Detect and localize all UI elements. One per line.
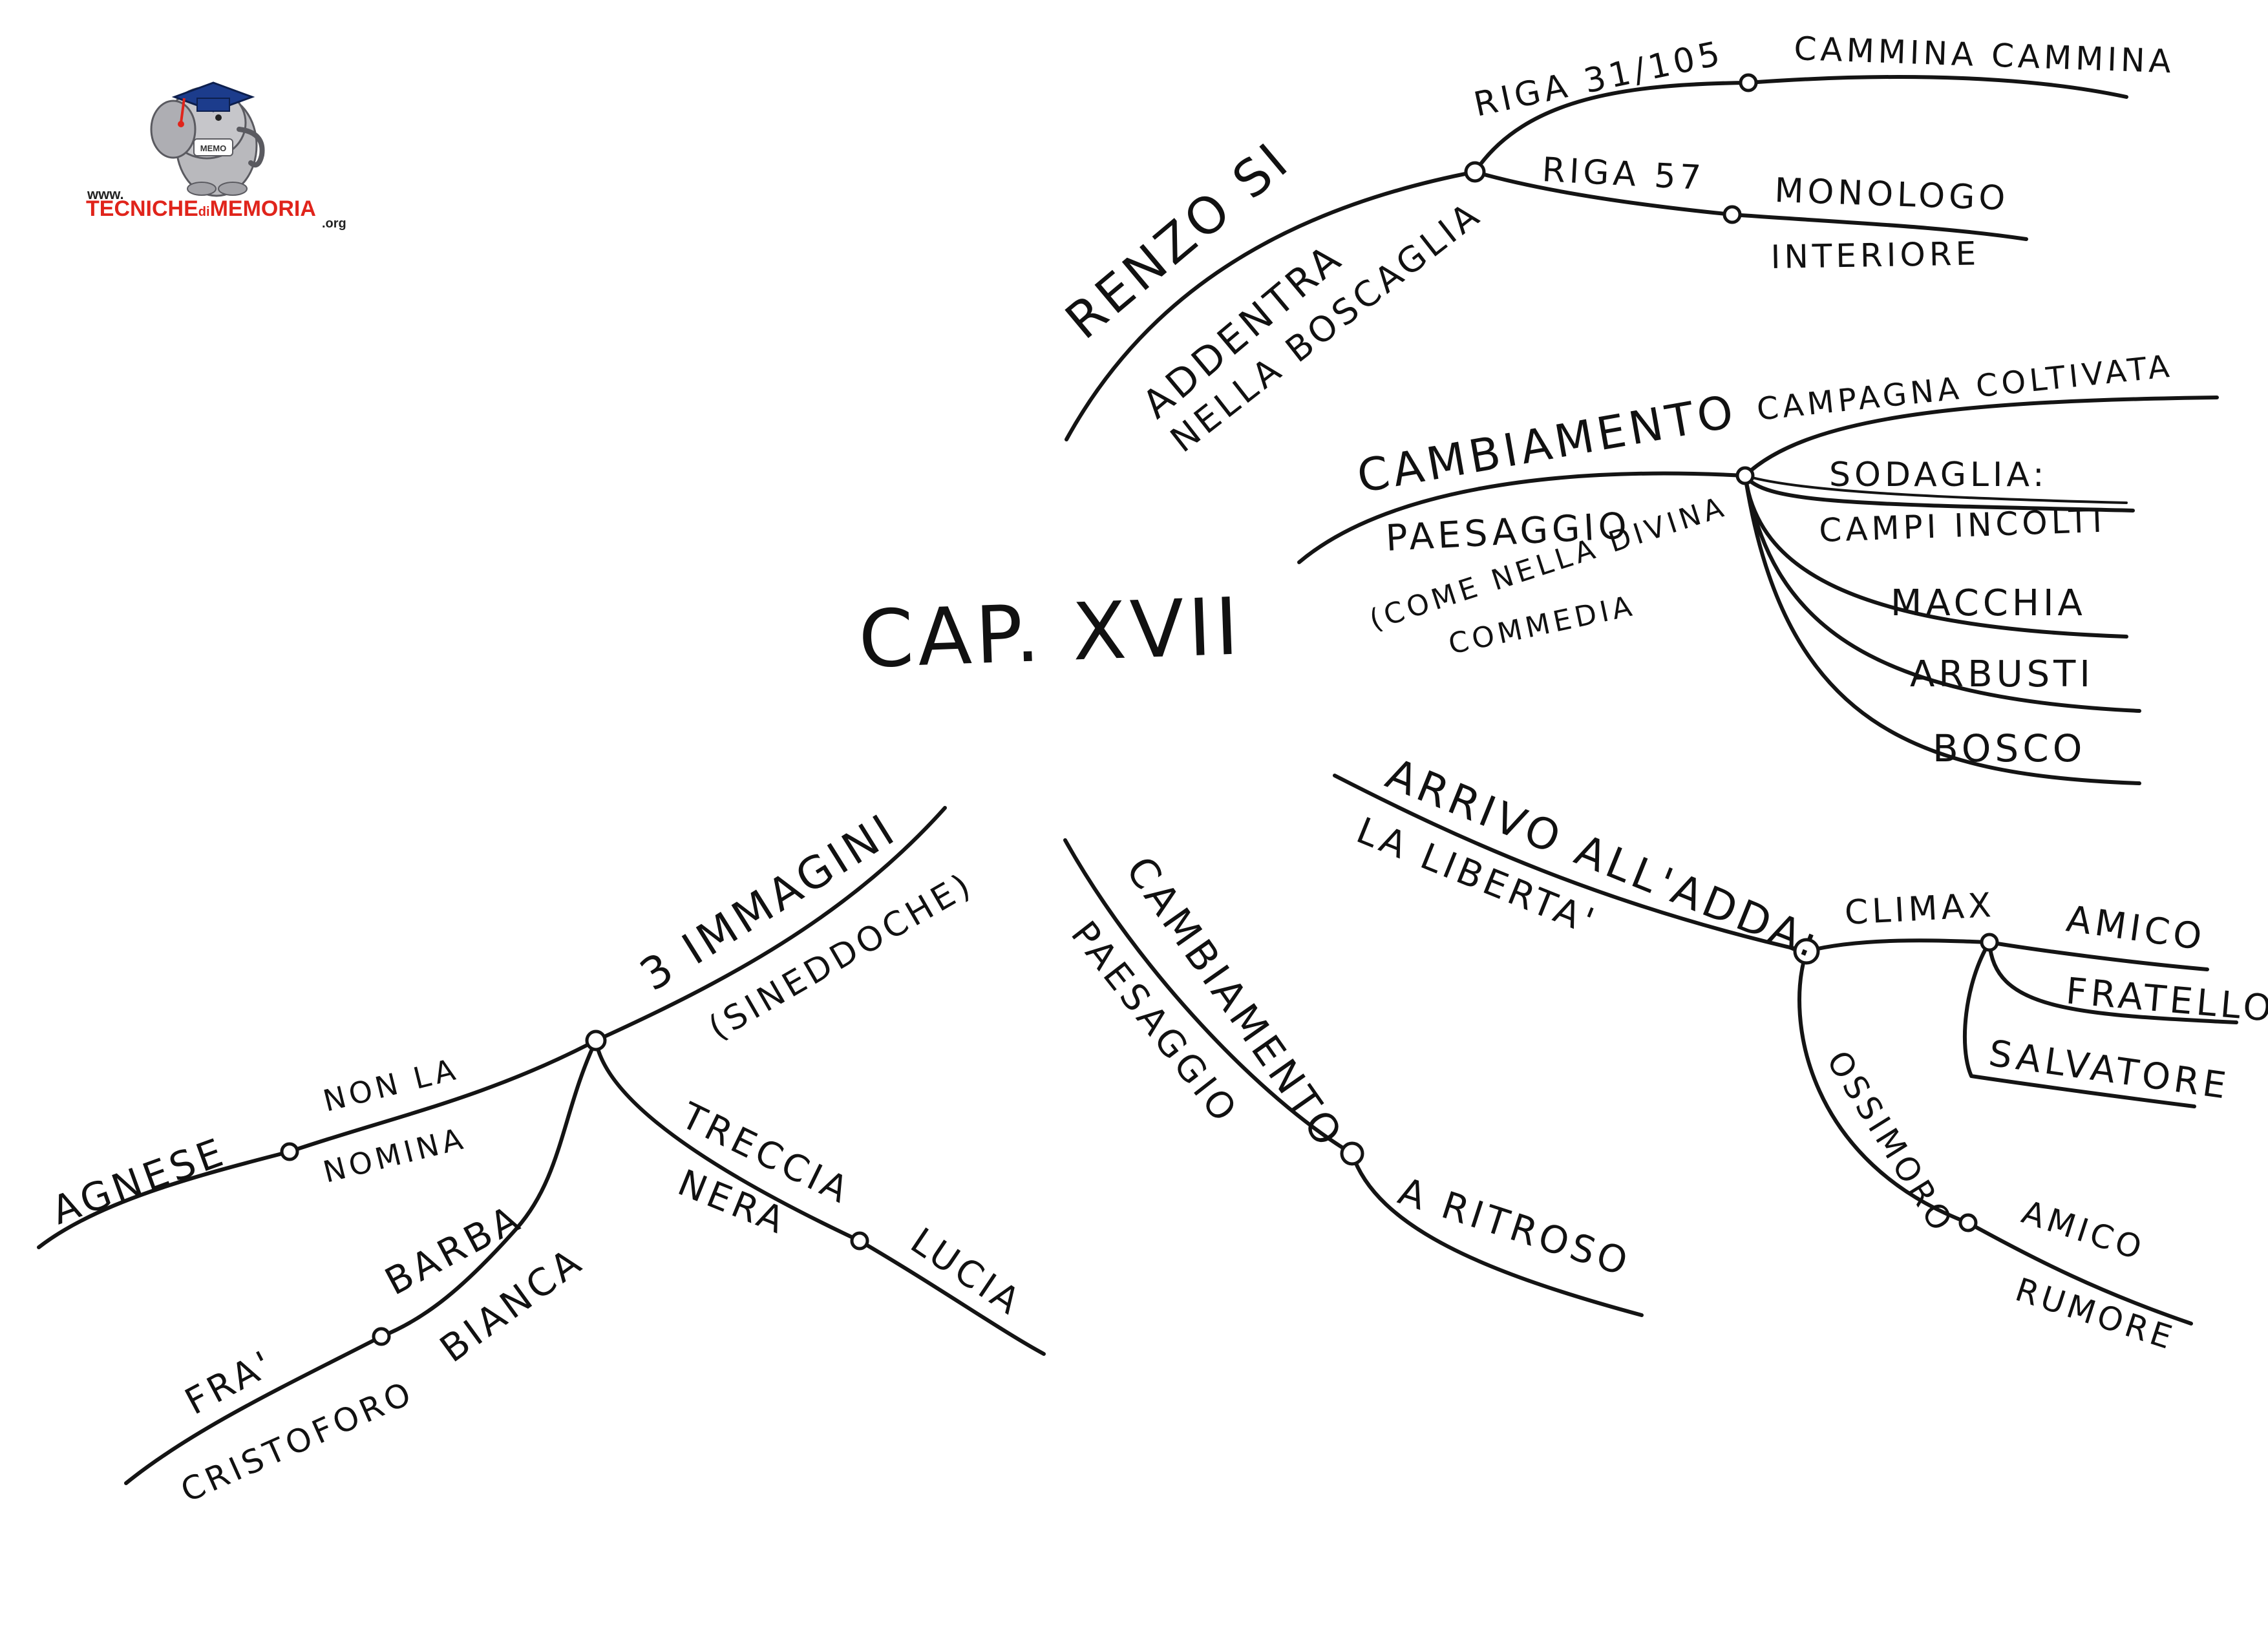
riga2-node [1722,205,1742,224]
ossimoro-node [1958,1213,1978,1232]
ossimoro-ext-line [1966,1221,2193,1326]
renzo-node [1464,161,1486,183]
rumore-label: RUMORE [2011,1271,2180,1357]
climax-node [1980,933,1999,952]
campagna-line [1743,396,2219,478]
bosco-line [1743,474,2141,785]
cambiamento-top-label: CAMBIAMENTO [1353,385,1741,503]
immagini-main-line [594,806,947,1042]
ossimoro-label: OSSIMORO [1819,1044,1962,1241]
climax-label: CLIMAX [1844,886,1997,933]
logo-brand-part3: MEMORIA [210,196,316,221]
arbusti-line [1743,474,2141,713]
branch-cambiamento-top: CAMBIAMENTO PAESAGGIO (COME NELLA DIVINA… [1297,348,2219,785]
riga2-label: RIGA 57 [1541,151,1706,198]
logo-brand-part2: di [198,205,210,219]
arrivo-main-line [1333,774,1808,953]
sodaglia-line [1744,474,2128,504]
renzo-riga2-line [1473,170,1734,217]
fra-ext-line [124,1335,383,1485]
branch-arrivo: ARRIVO ALL'ADDA: LA LIBERTA' CLIMAX AMIC… [1333,748,2268,1358]
branch-immagini: 3 IMMAGINI (SINEDDOCHE) AGNESE NON LA NO… [37,803,1046,1510]
riga1-node [1739,73,1758,92]
riga2-note1: MONOLOGO [1774,171,2010,218]
salvatore-line [1962,940,2196,1108]
fratello-line [1987,940,2238,1024]
lucia-line [594,1039,862,1243]
ossimoro-amico-label: AMICO [2017,1193,2150,1268]
campi-incolti-line [1743,474,2135,512]
ossimoro-line [1797,949,1970,1225]
bosco-label: BOSCO [1933,726,2086,770]
riga1-note: CAMMINA CAMMINA [1794,30,2176,81]
logo-brand: TECNICHEdiMEMORIA [86,196,316,221]
fra-line [379,1039,598,1338]
arrivo-node [1793,938,1820,965]
arbusti-label: ARBUSTI [1910,653,2094,695]
logo: MEMO www. TECNICHEdiMEMORIA .org [86,81,346,231]
lucia-node [850,1231,869,1251]
renzo-main-line [1065,170,1477,441]
lucia-ext-line [858,1239,1046,1356]
fratello-label: FRATELLO [2064,970,2268,1030]
sodaglia-label: SODAGLIA: [1829,456,2048,494]
agnese-note2: NOMINA [320,1121,470,1190]
fra-label: FRA' [178,1342,282,1423]
climax-line [1805,938,1991,953]
renzo-riga1-line [1473,81,1750,174]
elephant-mascot-icon: MEMO [150,86,265,197]
a-ritroso-label: A RITROSO [1394,1169,1637,1285]
logo-prefix: www. [87,186,124,202]
agnese-ext-line [37,1150,291,1249]
riga1-label: RIGA 31/105 [1470,34,1727,124]
campagna-coltivata-label: CAMPAGNA COLTIVATA [1755,348,2174,428]
agnese-label: AGNESE [46,1129,232,1234]
renzo-riga1-ext-line [1746,75,2128,99]
macchia-label: MACCHIA [1891,582,2086,624]
cambiamento-bottom-main-line [1063,838,1354,1156]
campi-incolti-label: CAMPI INCOLTI [1818,502,2106,549]
fra-node [372,1327,391,1346]
central-title: CAP. XVII [857,580,1244,686]
agnese-line [288,1039,598,1154]
a-ritroso-line [1350,1152,1644,1317]
cambiamento-top-main-line [1297,471,1747,564]
mascot-label: MEMO [200,143,226,153]
riga2-note2: INTERIORE [1770,235,1980,276]
amico-line [1987,940,2209,971]
immagini-node [585,1030,607,1051]
agnese-note1: NON LA [320,1051,463,1119]
graduation-cap-icon [171,81,255,127]
logo-suffix: .org [322,217,346,231]
agnese-node [280,1142,299,1161]
immagini-label: 3 IMMAGINI [631,803,906,1001]
cambiamento-top-node [1735,466,1755,485]
climax-amico-label: AMICO [2064,898,2208,958]
renzo-riga2-ext-line [1730,213,2028,241]
logo-brand-part1: TECNICHE [86,196,198,221]
cambiamento-bottom-node [1340,1141,1364,1166]
